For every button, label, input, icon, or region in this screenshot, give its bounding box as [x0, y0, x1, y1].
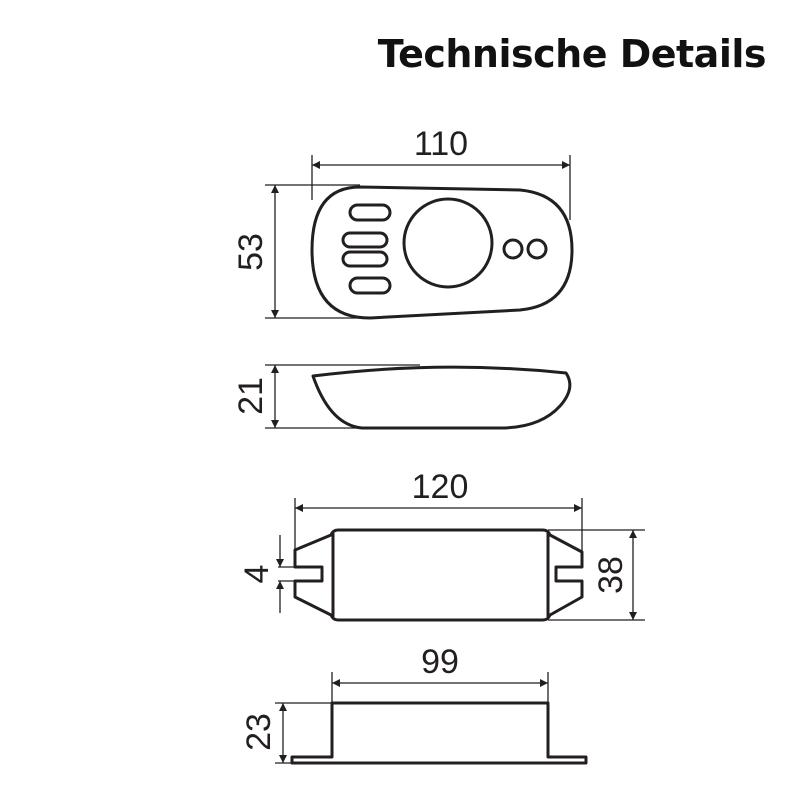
button-icon: [348, 276, 392, 295]
button-icon: [341, 231, 389, 249]
dimension-height: 38: [592, 556, 630, 594]
dimension-width: 110: [414, 125, 468, 163]
button-icon: [341, 250, 389, 268]
button-icon: [348, 203, 392, 222]
dimension-height: 23: [240, 713, 278, 751]
page-title: Technische Details: [377, 32, 767, 76]
dimension-width: 99: [421, 643, 459, 681]
touch-wheel-icon: [402, 197, 494, 289]
small-button-icon: [526, 238, 548, 260]
remote-top-view: 110 53: [232, 125, 574, 320]
dimension-height: 21: [232, 377, 270, 415]
small-button-icon: [502, 238, 524, 260]
dimension-slot: 4: [238, 565, 276, 584]
controller-side-view: 99 23: [240, 643, 588, 765]
dimension-width: 120: [412, 468, 469, 506]
remote-side-view: 21: [232, 364, 572, 430]
controller-top-view: 120 38 4: [238, 468, 645, 622]
dimension-height: 53: [232, 233, 270, 271]
